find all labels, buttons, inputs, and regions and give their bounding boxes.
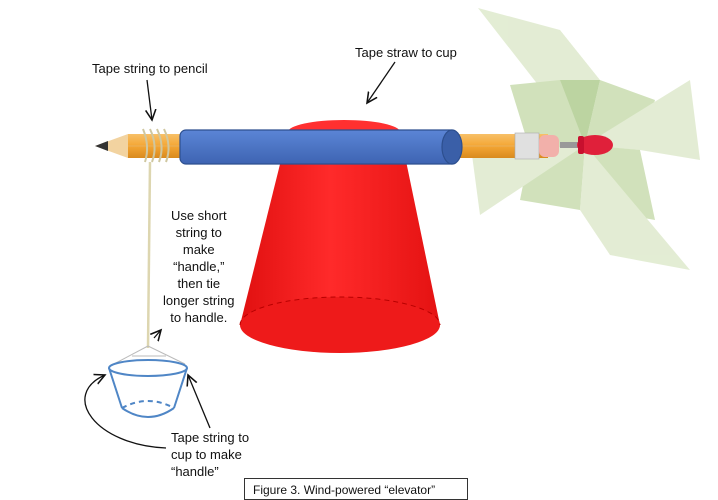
handle-line: longer string xyxy=(163,293,235,308)
handle-string xyxy=(111,345,186,366)
handle-line: string to xyxy=(175,225,222,240)
pushpin xyxy=(560,135,613,155)
arrow-handle xyxy=(154,330,161,338)
handle-line: Use short xyxy=(170,208,227,223)
handle-line: “handle,” xyxy=(173,259,225,274)
long-string xyxy=(146,161,152,349)
figure-caption: Figure 3. Wind-powered “elevator” xyxy=(244,478,468,500)
string-wrap xyxy=(142,128,170,163)
arrow-pencil xyxy=(147,79,152,120)
handle-line: make xyxy=(182,242,215,257)
red-cup xyxy=(239,120,441,353)
straw xyxy=(179,129,463,165)
label-tape-string-to-pencil: Tape string to pencil xyxy=(92,61,208,76)
annotation-arrows xyxy=(84,61,396,449)
label-tape-string-to-cup: Tape string to cup to make “handle” xyxy=(171,429,249,480)
arrow-cup-right xyxy=(188,375,211,429)
cup-line: “handle” xyxy=(171,464,219,479)
label-handle-instructions: Use short string to make “handle,” then … xyxy=(163,207,235,326)
handle-line: then tie xyxy=(177,276,221,291)
arrow-cup-left xyxy=(84,375,167,449)
pinwheel xyxy=(470,8,700,270)
small-cup xyxy=(108,359,188,418)
cup-line: cup to make xyxy=(171,447,242,462)
arrow-straw xyxy=(367,61,396,103)
label-tape-straw-to-cup: Tape straw to cup xyxy=(355,45,457,60)
cup-line: Tape string to xyxy=(171,430,250,445)
handle-line: to handle. xyxy=(170,310,228,325)
